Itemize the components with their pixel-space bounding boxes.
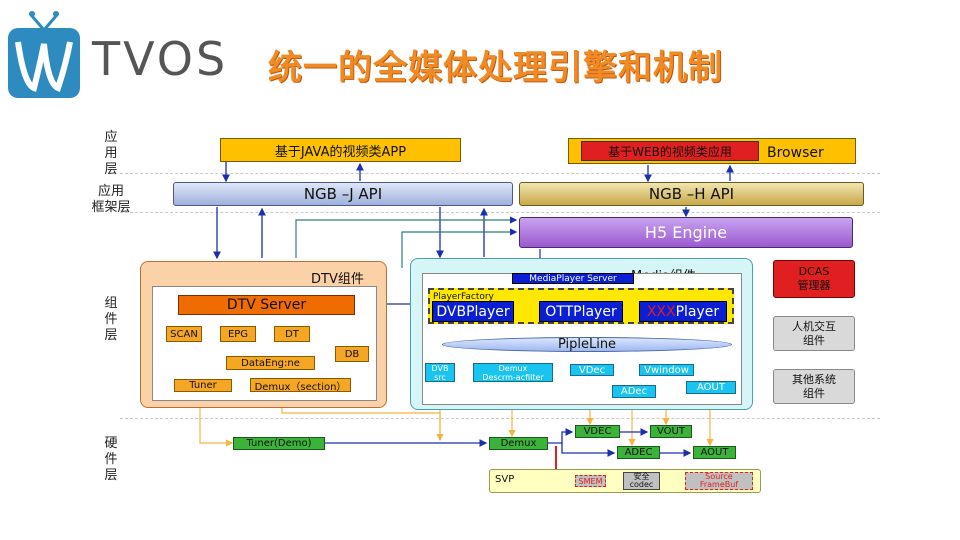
vdec-box: VDec	[570, 364, 614, 376]
hw-demux-box: Demux	[489, 437, 548, 450]
dataengine-box: DataEng:ne	[226, 356, 315, 370]
xxx-player-prefix: XXX	[646, 303, 676, 320]
hw-vdec-box: VDEC	[575, 425, 620, 438]
db-box: DB	[335, 346, 369, 362]
hw-tuner-label: Tuner(Demo)	[246, 438, 312, 449]
dvb-player-label: DVBPlayer	[436, 303, 510, 320]
smem-label: SMEM	[578, 476, 603, 486]
separator-component	[120, 418, 880, 419]
layer-label-app: 应 用 层	[104, 130, 118, 177]
ott-player-box: OTTPlayer	[539, 301, 623, 322]
adec-box: ADec	[612, 385, 656, 398]
player-factory-label: PlayerFactory	[433, 292, 494, 302]
page-title: 统一的全媒体处理引擎和机制	[268, 48, 723, 88]
web-app-label: 基于WEB的视频类应用	[608, 144, 732, 159]
secure-codec-box: 安全 codec	[623, 472, 660, 490]
ngb-h-api-label: NGB –H API	[648, 185, 735, 203]
epg-box: EPG	[220, 326, 256, 342]
hw-tuner-box: Tuner(Demo)	[233, 437, 325, 450]
dtv-server-label: DTV Server	[226, 297, 307, 313]
hci-box: 人机交互 组件	[773, 316, 855, 351]
hw-aout-label: AOUT	[700, 447, 729, 458]
svp-label: SVP	[495, 474, 515, 485]
secure-codec-label: 安全 codec	[629, 472, 654, 489]
vwindow-label: Vwindow	[644, 364, 689, 376]
aout-box: AOUT	[686, 381, 736, 394]
vwindow-box: Vwindow	[639, 364, 694, 376]
dt-box: DT	[274, 326, 310, 342]
web-app-inner: 基于WEB的视频类应用	[581, 141, 759, 161]
dvbsrc-label: DVB src	[431, 363, 449, 382]
source-framebuf-box: Source FrameBuf	[685, 472, 753, 490]
dtv-server-box: DTV Server	[178, 295, 355, 315]
vdec-label: VDec	[578, 364, 606, 376]
pipeline-label: PipleLine	[557, 337, 617, 352]
ott-player-label: OTTPlayer	[545, 303, 617, 320]
ngb-j-api-bar: NGB –J API	[173, 182, 513, 206]
adec-label: ADec	[620, 386, 648, 397]
dtv-component-label: DTV组件	[311, 272, 364, 287]
hw-aout-box: AOUT	[693, 446, 736, 459]
logo: TVOS	[4, 4, 225, 102]
dvb-player-box: DVBPlayer	[432, 301, 514, 322]
web-app-box: 基于WEB的视频类应用 Browser	[568, 138, 856, 164]
hw-adec-box: ADEC	[617, 446, 660, 459]
dt-label: DT	[285, 328, 299, 340]
java-app-label: 基于JAVA的视频类APP	[274, 144, 407, 160]
media-demux-label: Demux Descrm-acfilter	[482, 363, 544, 382]
dcas-box: DCAS 管理器	[773, 260, 855, 298]
h5-engine-label: H5 Engine	[644, 223, 728, 242]
dtv-tuner-label: Tuner	[189, 380, 217, 391]
tv-logo-icon	[8, 11, 80, 98]
pipeline-bar: PipleLine	[442, 337, 732, 352]
smem-box: SMEM	[575, 475, 606, 487]
separator-app	[120, 173, 880, 174]
hw-demux-label: Demux	[500, 438, 537, 449]
dtv-demux-box: Demux（section）	[250, 378, 351, 393]
ngb-j-api-label: NGB –J API	[303, 185, 383, 203]
hci-label: 人机交互 组件	[792, 319, 836, 347]
hw-vout-label: VOUT	[657, 426, 685, 437]
db-label: DB	[344, 348, 360, 360]
other-system-label: 其他系统 组件	[792, 372, 836, 400]
dcas-label: DCAS 管理器	[797, 265, 831, 292]
xxx-player-suffix: Player	[675, 303, 720, 320]
aout-label: AOUT	[697, 382, 725, 393]
ngb-h-api-bar: NGB –H API	[519, 182, 864, 206]
h5-engine-bar: H5 Engine	[519, 217, 853, 248]
mediaplayer-server-label: MediaPlayer Server	[529, 273, 617, 284]
hw-vdec-label: VDEC	[583, 426, 612, 437]
hw-vout-box: VOUT	[650, 425, 692, 438]
media-demux-box: Demux Descrm-acfilter	[473, 363, 553, 382]
epg-label: EPG	[227, 328, 249, 340]
layer-label-component: 组 件 层	[104, 296, 118, 343]
java-app-box: 基于JAVA的视频类APP	[220, 138, 461, 162]
mediaplayer-server-box: MediaPlayer Server	[512, 273, 634, 284]
scan-label: SCAN	[170, 328, 198, 340]
dtv-demux-label: Demux（section）	[254, 381, 347, 393]
layer-label-framework: 应用 框架层	[91, 184, 131, 215]
scan-box: SCAN	[166, 326, 202, 342]
dvbsrc-box: DVB src	[425, 363, 455, 382]
browser-label: Browser	[767, 145, 824, 161]
dtv-tuner-box: Tuner	[174, 379, 232, 392]
other-system-box: 其他系统 组件	[773, 369, 855, 404]
layer-label-hardware: 硬 件 层	[104, 436, 118, 483]
dataengine-label: DataEng:ne	[241, 357, 300, 369]
source-framebuf-label: Source FrameBuf	[699, 472, 739, 489]
logo-text: TVOS	[92, 32, 229, 86]
separator-framework	[120, 212, 880, 213]
hw-adec-label: ADEC	[624, 447, 653, 458]
